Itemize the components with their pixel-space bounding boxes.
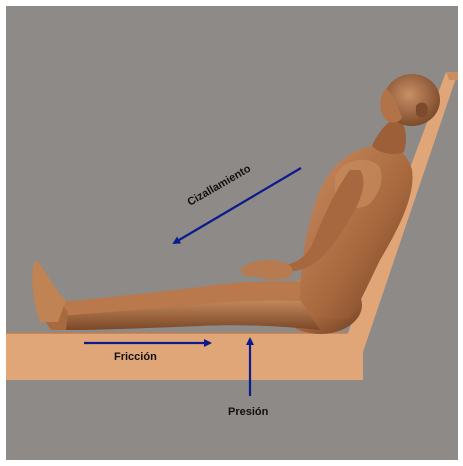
person-ear: [416, 103, 428, 118]
bed-base: [6, 333, 363, 380]
friction-label: Fricción: [114, 351, 157, 363]
pressure-label: Presión: [228, 406, 269, 418]
